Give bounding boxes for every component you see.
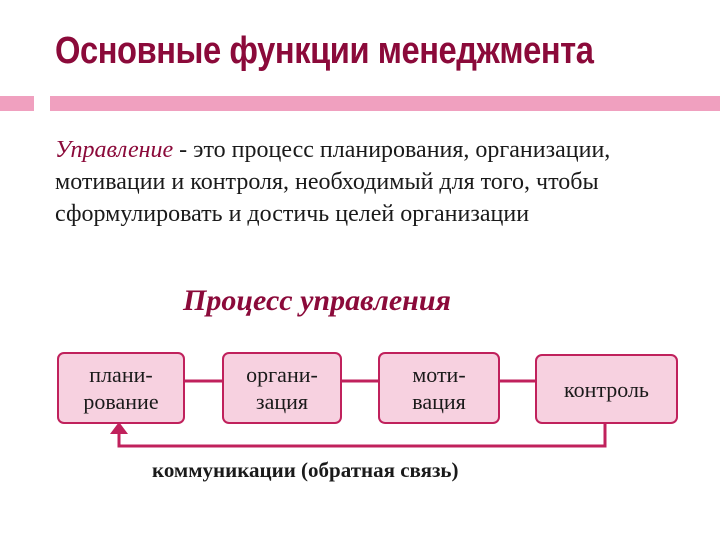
- step-control: контроль: [535, 354, 678, 424]
- accent-bar-right: [50, 96, 720, 111]
- slide-title: Основные функции менеджмента: [55, 30, 594, 72]
- definition-text: Управление - это процесс планирования, о…: [55, 134, 705, 230]
- feedback-arrow-head: [110, 422, 128, 434]
- definition-body: - это процесс планирования, организации,…: [55, 137, 611, 227]
- feedback-line: [117, 424, 607, 448]
- step-organization: органи- зация: [222, 352, 342, 424]
- feedback-label: коммуникации (обратная связь): [152, 458, 459, 482]
- step-motivation: моти- вация: [378, 352, 500, 424]
- accent-bar-left: [0, 96, 34, 111]
- step-planning: плани- рование: [57, 352, 185, 424]
- process-title: Процесс управления: [183, 284, 451, 317]
- definition-term: Управление: [55, 137, 174, 163]
